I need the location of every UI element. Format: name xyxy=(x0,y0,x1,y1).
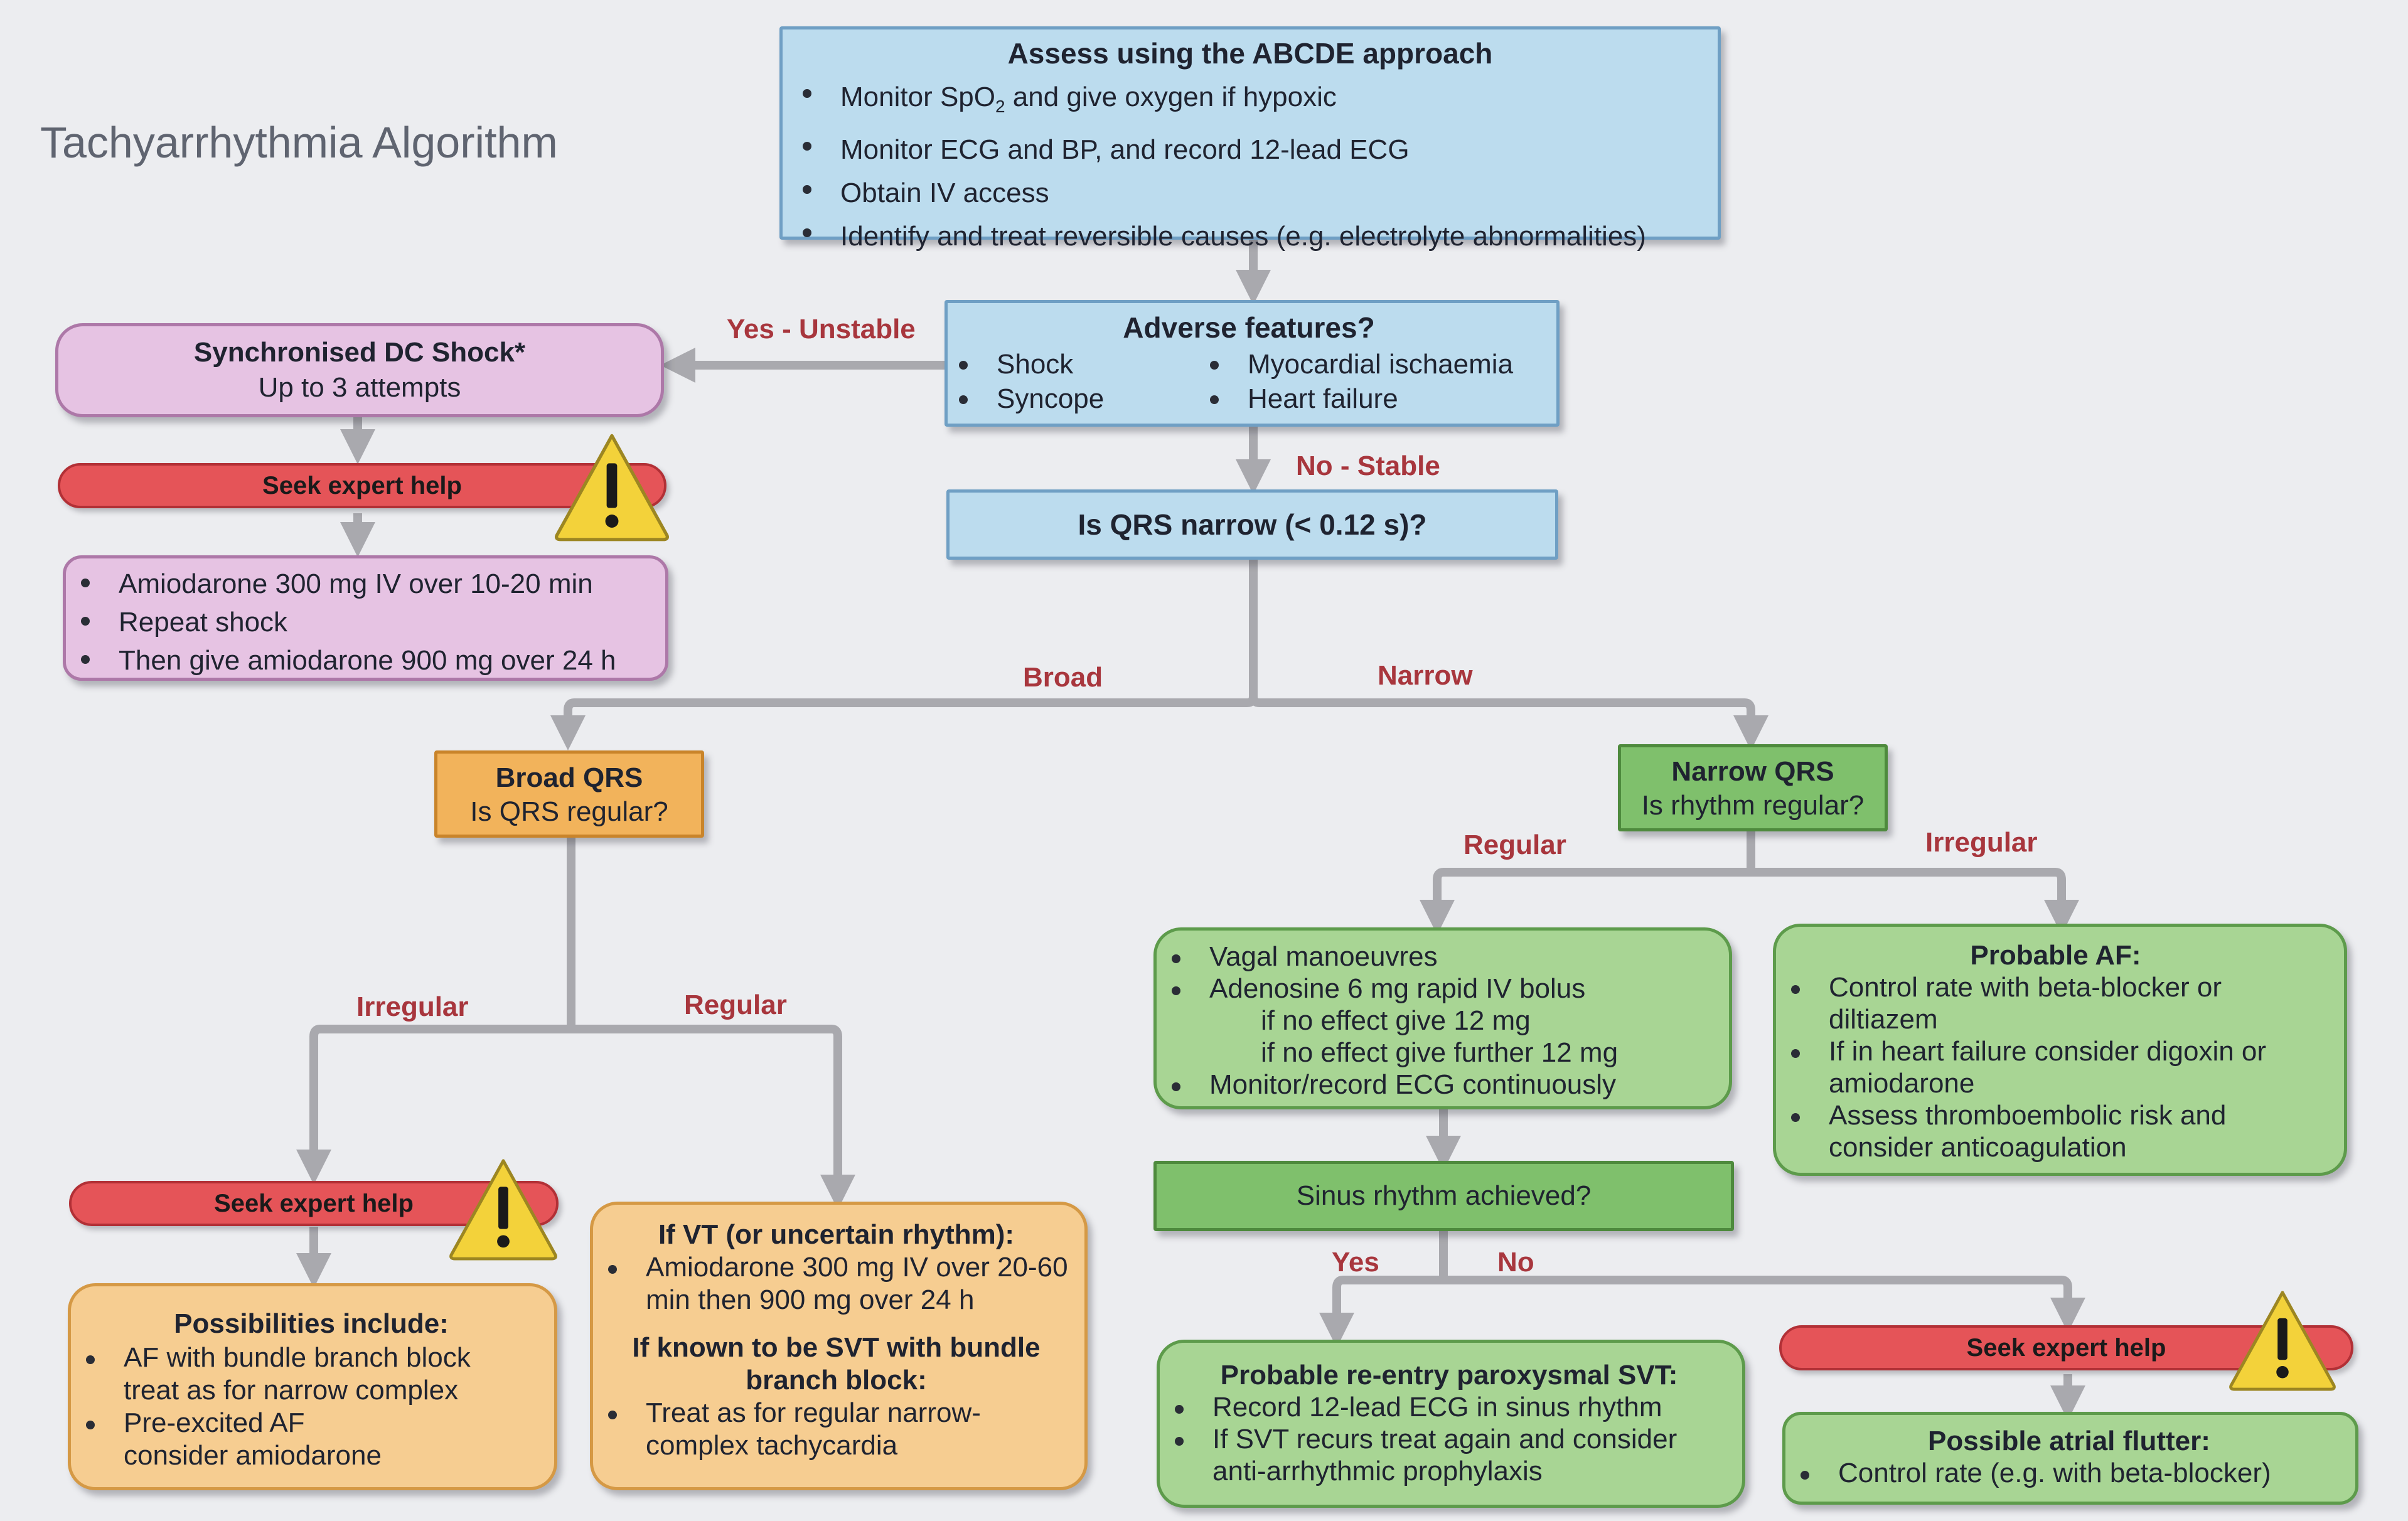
amiodarone-item-3: Then give amiodarone 900 mg over 24 h xyxy=(70,641,659,680)
possibility-preexcited-af: Pre-excited AF xyxy=(75,1407,548,1439)
probable-af-box: Probable AF: Control rate with beta-bloc… xyxy=(1773,924,2347,1176)
probable-af-list: Control rate with beta-blocker or diltia… xyxy=(1780,971,2331,1163)
possibility-preexcited-af-note: consider amiodarone xyxy=(124,1440,382,1471)
broad-qrs-title: Broad QRS xyxy=(495,762,643,793)
svt-bbb-item: Treat as for regular narrow-complex tach… xyxy=(597,1397,1076,1462)
assess-item-causes: Identify and treat reversible causes (e.… xyxy=(791,215,1693,258)
dc-shock-subtitle: Up to 3 attempts xyxy=(258,372,461,403)
adverse-item-syncope: Syncope xyxy=(948,382,1199,416)
svt-item-record: Record 12-lead ECG in sinus rhythm xyxy=(1164,1391,1735,1423)
narrow-qrs-box: Narrow QRS Is rhythm regular? xyxy=(1618,744,1888,831)
qrs-question-box: Is QRS narrow (< 0.12 s)? xyxy=(946,489,1558,560)
sinus-rhythm-box: Sinus rhythm achieved? xyxy=(1153,1161,1734,1231)
label-no-stable: No - Stable xyxy=(1296,451,1440,481)
vt-title: If VT (or uncertain rhythm): xyxy=(658,1219,1015,1250)
af-item-heart-failure: If in heart failure consider digoxin or … xyxy=(1780,1035,2331,1099)
narrow-qrs-subtitle: Is rhythm regular? xyxy=(1641,790,1865,821)
vt-item-amiodarone: Amiodarone 300 mg IV over 20-60 min then… xyxy=(597,1251,1076,1316)
adverse-title: Adverse features? xyxy=(1123,311,1375,344)
label-narrow: Narrow xyxy=(1378,660,1473,691)
probable-svt-title: Probable re-entry paroxysmal SVT: xyxy=(1220,1360,1678,1390)
label-yes-unstable: Yes - Unstable xyxy=(727,314,916,344)
adverse-item-ischaemia: Myocardial ischaemia xyxy=(1199,347,1513,382)
vagal-manoeuvres-box: Vagal manoeuvres Adenosine 6 mg rapid IV… xyxy=(1153,927,1732,1109)
assess-list: Monitor SpO2 and give oxygen if hypoxic … xyxy=(791,75,1693,258)
warning-triangle-icon xyxy=(2229,1291,2336,1391)
broad-qrs-subtitle: Is QRS regular? xyxy=(470,796,668,827)
label-broad: Broad xyxy=(1023,662,1103,693)
vagal-item-manoeuvres: Vagal manoeuvres xyxy=(1160,941,1723,973)
svt-bbb-list: Treat as for regular narrow-complex tach… xyxy=(597,1397,1076,1462)
label-regular-broad: Regular xyxy=(684,990,787,1020)
atrial-flutter-box: Possible atrial flutter: Control rate (e… xyxy=(1782,1412,2358,1505)
assess-item-ecg: Monitor ECG and BP, and record 12-lead E… xyxy=(791,128,1693,171)
warning-triangle-icon xyxy=(449,1159,557,1261)
assess-box: Assess using the ABCDE approach Monitor … xyxy=(779,26,1721,252)
page-title: Tachyarrhythmia Algorithm xyxy=(40,117,558,167)
adverse-list-right: Myocardial ischaemia Heart failure xyxy=(1199,347,1513,416)
vt-list: Amiodarone 300 mg IV over 20-60 min then… xyxy=(597,1251,1076,1316)
label-regular-narrow: Regular xyxy=(1464,830,1566,860)
vagal-item-monitor: Monitor/record ECG continuously xyxy=(1160,1069,1723,1101)
probable-af-title: Probable AF: xyxy=(1970,940,2141,971)
adverse-item-shock: Shock xyxy=(948,347,1199,382)
label-no: No xyxy=(1497,1247,1534,1278)
label-irregular-broad: Irregular xyxy=(356,991,469,1022)
adverse-item-heart-failure: Heart failure xyxy=(1199,382,1513,416)
vagal-item-further-12mg: if no effect give further 12 mg xyxy=(1261,1037,1619,1068)
possibility-af-bbb: AF with bundle branch block xyxy=(75,1342,548,1374)
probable-svt-box: Probable re-entry paroxysmal SVT: Record… xyxy=(1157,1340,1745,1508)
vagal-item-12mg: if no effect give 12 mg xyxy=(1261,1005,1531,1036)
amiodarone-list: Amiodarone 300 mg IV over 10-20 min Repe… xyxy=(70,565,659,680)
sinus-rhythm-text: Sinus rhythm achieved? xyxy=(1296,1180,1592,1211)
qrs-question-text: Is QRS narrow (< 0.12 s)? xyxy=(1078,508,1427,541)
amiodarone-item-1: Amiodarone 300 mg IV over 10-20 min xyxy=(70,565,659,603)
af-item-thromboembolic: Assess thromboembolic risk and consider … xyxy=(1780,1099,2331,1163)
adverse-list-left: Shock Syncope xyxy=(948,347,1199,416)
assess-item-iv: Obtain IV access xyxy=(791,171,1693,215)
warning-triangle-icon xyxy=(555,434,669,542)
assess-title: Assess using the ABCDE approach xyxy=(1007,37,1493,70)
atrial-flutter-title: Possible atrial flutter: xyxy=(1928,1426,2210,1456)
seek-expert-help-banner-top: Seek expert help xyxy=(58,463,666,508)
af-item-rate: Control rate with beta-blocker or diltia… xyxy=(1780,971,2331,1035)
vagal-list: Vagal manoeuvres Adenosine 6 mg rapid IV… xyxy=(1160,941,1723,1101)
flutter-item-rate: Control rate (e.g. with beta-blocker) xyxy=(1789,1457,2349,1489)
svt-item-recurs: If SVT recurs treat again and consider a… xyxy=(1164,1423,1735,1487)
adverse-features-box: Adverse features? Shock Syncope Myocardi… xyxy=(944,300,1560,427)
svt-bbb-title: If known to be SVT with bundle branch bl… xyxy=(632,1332,1041,1396)
probable-svt-list: Record 12-lead ECG in sinus rhythm If SV… xyxy=(1164,1391,1735,1487)
assess-item-spo2: Monitor SpO2 and give oxygen if hypoxic xyxy=(791,75,1693,128)
atrial-flutter-list: Control rate (e.g. with beta-blocker) xyxy=(1789,1457,2349,1489)
vt-box: If VT (or uncertain rhythm): Amiodarone … xyxy=(590,1202,1088,1490)
label-irregular-narrow: Irregular xyxy=(1925,827,2038,858)
possibilities-list: AF with bundle branch block treat as for… xyxy=(75,1342,548,1472)
dc-shock-box: Synchronised DC Shock* Up to 3 attempts xyxy=(55,323,664,417)
broad-qrs-box: Broad QRS Is QRS regular? xyxy=(434,750,704,838)
possibilities-title: Possibilities include: xyxy=(174,1308,449,1339)
vagal-item-adenosine: Adenosine 6 mg rapid IV bolus xyxy=(1160,973,1723,1005)
amiodarone-item-2: Repeat shock xyxy=(70,603,659,641)
amiodarone-box: Amiodarone 300 mg IV over 10-20 min Repe… xyxy=(63,555,668,681)
possibilities-box: Possibilities include: AF with bundle br… xyxy=(68,1283,557,1490)
dc-shock-title: Synchronised DC Shock* xyxy=(193,337,526,368)
narrow-qrs-title: Narrow QRS xyxy=(1671,756,1834,787)
possibility-af-bbb-note: treat as for narrow complex xyxy=(124,1375,459,1406)
label-yes: Yes xyxy=(1332,1247,1379,1278)
